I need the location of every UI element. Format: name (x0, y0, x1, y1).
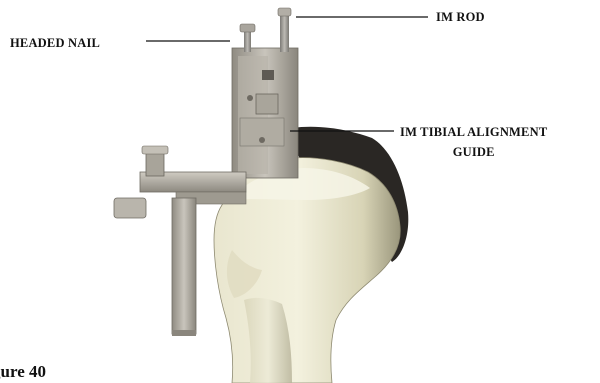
im-rod-shaft (280, 14, 289, 52)
figure-caption: gure 40 (0, 362, 46, 382)
alignment-guide-label-line1: IM TIBIAL ALIGNMENT (400, 122, 547, 142)
headed-nail-head (240, 24, 255, 32)
guide-knob (256, 94, 278, 114)
arm-locking-knob-top (142, 146, 168, 154)
guide-slot (262, 70, 274, 80)
arm-end-cap (114, 198, 146, 218)
headed-nail-label: HEADED NAIL (10, 36, 100, 51)
guide-screw-upper (247, 95, 253, 101)
alignment-guide-label: IM TIBIAL ALIGNMENT GUIDE (400, 122, 547, 162)
alignment-guide-label-line2: GUIDE (400, 142, 547, 162)
external-alignment-rod (172, 198, 196, 334)
im-rod-label: IM ROD (436, 10, 485, 25)
external-alignment-rod-end (172, 330, 196, 336)
headed-nail-shaft (244, 30, 251, 52)
guide-screw-lower (259, 137, 265, 143)
im-rod-top (278, 8, 291, 16)
